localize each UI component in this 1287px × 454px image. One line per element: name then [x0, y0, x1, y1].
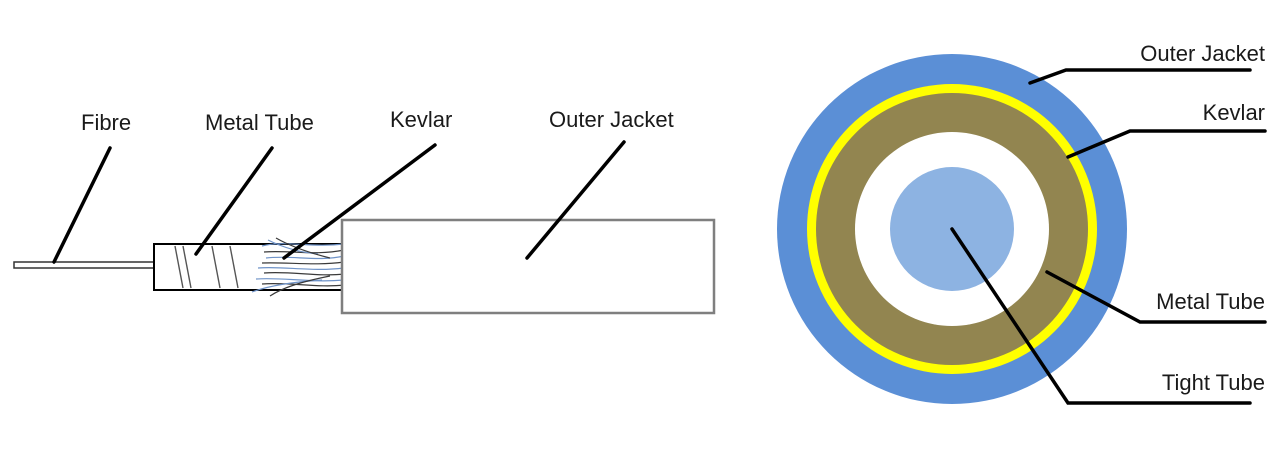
fibre-strand — [13, 261, 157, 269]
metal-tube-section — [153, 243, 345, 291]
kevlar-leader-line — [282, 143, 437, 260]
cs-tight-tube-label: Tight Tube — [1162, 370, 1265, 395]
fibre-leader-line — [52, 146, 112, 264]
metal-tube-windings — [174, 245, 239, 289]
cs-metal-tube-label: Metal Tube — [1156, 289, 1265, 314]
kevlar-label: Kevlar — [390, 107, 452, 132]
cs-outer-jacket-leader — [1028, 68, 1252, 85]
cs-tight-tube-leader — [950, 227, 1252, 405]
fibre-label: Fibre — [81, 110, 131, 135]
cs-outer-jacket-label: Outer Jacket — [1140, 41, 1265, 66]
outer-jacket-label: Outer Jacket — [549, 107, 674, 132]
metal-tube-label: Metal Tube — [205, 110, 314, 135]
metal-tube-leader-line — [194, 146, 274, 256]
side-leader-lines — [52, 140, 626, 264]
outer-jacket-section — [340, 218, 716, 315]
cs-kevlar-leader — [1066, 129, 1267, 159]
cross-section: Outer Jacket Kevlar Metal Tube Tight Tub… — [777, 41, 1267, 405]
kevlar-strands — [251, 237, 345, 297]
cs-metal-tube-leader — [1045, 270, 1267, 324]
side-view: Fibre Metal Tube Kevlar Outer Jacket — [13, 107, 716, 315]
cs-kevlar-label: Kevlar — [1203, 100, 1265, 125]
cross-leader-lines — [950, 68, 1267, 405]
outer-jacket-leader-line — [525, 140, 626, 260]
